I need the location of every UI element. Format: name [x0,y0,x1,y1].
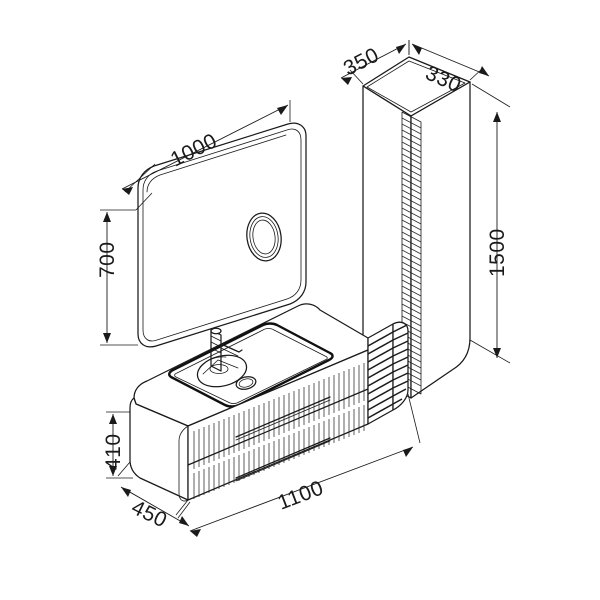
tall-cabinet-right-face [410,81,471,399]
arrowhead [109,466,117,476]
arrowhead [396,44,406,54]
vanity-front-corner-round [178,425,189,502]
mirror-face [137,122,307,348]
dimension-cabinet-height: 1500 [469,83,511,364]
arrowhead [109,414,117,424]
dimension-mirror-width: 1000 [121,100,291,195]
dimension-label-mirror-height: 700 [96,241,119,278]
vanity-handle-groove-upper [235,396,331,438]
arrowhead [103,212,111,222]
mirror-magnifier-outer [246,212,282,262]
arrowhead [412,44,422,55]
arrowhead [277,105,288,115]
mirror-magnifier-inner [252,219,276,255]
mirror-magnifier-mid [249,216,279,258]
vanity-right-cap [392,321,409,411]
drain-ring-inner [238,378,254,388]
vanity-right-cap-hatch [392,324,409,405]
basin-bowl [196,354,248,388]
arrowhead [122,187,133,195]
arrowhead [403,447,413,457]
arrowhead [493,112,501,122]
basin-bowl-edge [202,359,239,375]
arrowhead [479,66,489,76]
dimension-label-vanity-height: 410 [102,433,125,470]
mirror-height-leader [135,192,153,211]
arrowhead [103,333,111,343]
arrowhead [190,529,201,537]
vanity-left-end-face [129,397,189,501]
tall-cabinet-top-inner [366,60,466,113]
vanity-right-panel-hatch [367,331,394,419]
mirror-assembly [137,122,307,348]
mirror-edge-thickness [146,134,287,193]
faucet-top [210,327,222,335]
arrowhead [493,348,501,358]
vanity-countertop [133,303,369,427]
basin-recess-inner [174,328,328,404]
vanity-unit-assembly [129,303,409,502]
vanity-right-side-panel [367,321,409,425]
faucet [209,327,243,374]
arrowhead [341,77,352,85]
tall-cabinet-assembly [362,56,471,399]
faucet-lever [220,343,243,353]
dimension-mirror-height: 700 [96,209,138,346]
drain-ring [235,376,257,390]
arrowhead [121,487,131,497]
dimension-label-cabinet-height: 1500 [486,228,509,277]
vanity-handle-groove-lower [235,437,331,479]
arrowhead [179,516,189,526]
dimension-vanity-height: 410 [102,411,133,479]
faucet-base [209,364,229,374]
vanity-drawer-divider [187,388,369,466]
